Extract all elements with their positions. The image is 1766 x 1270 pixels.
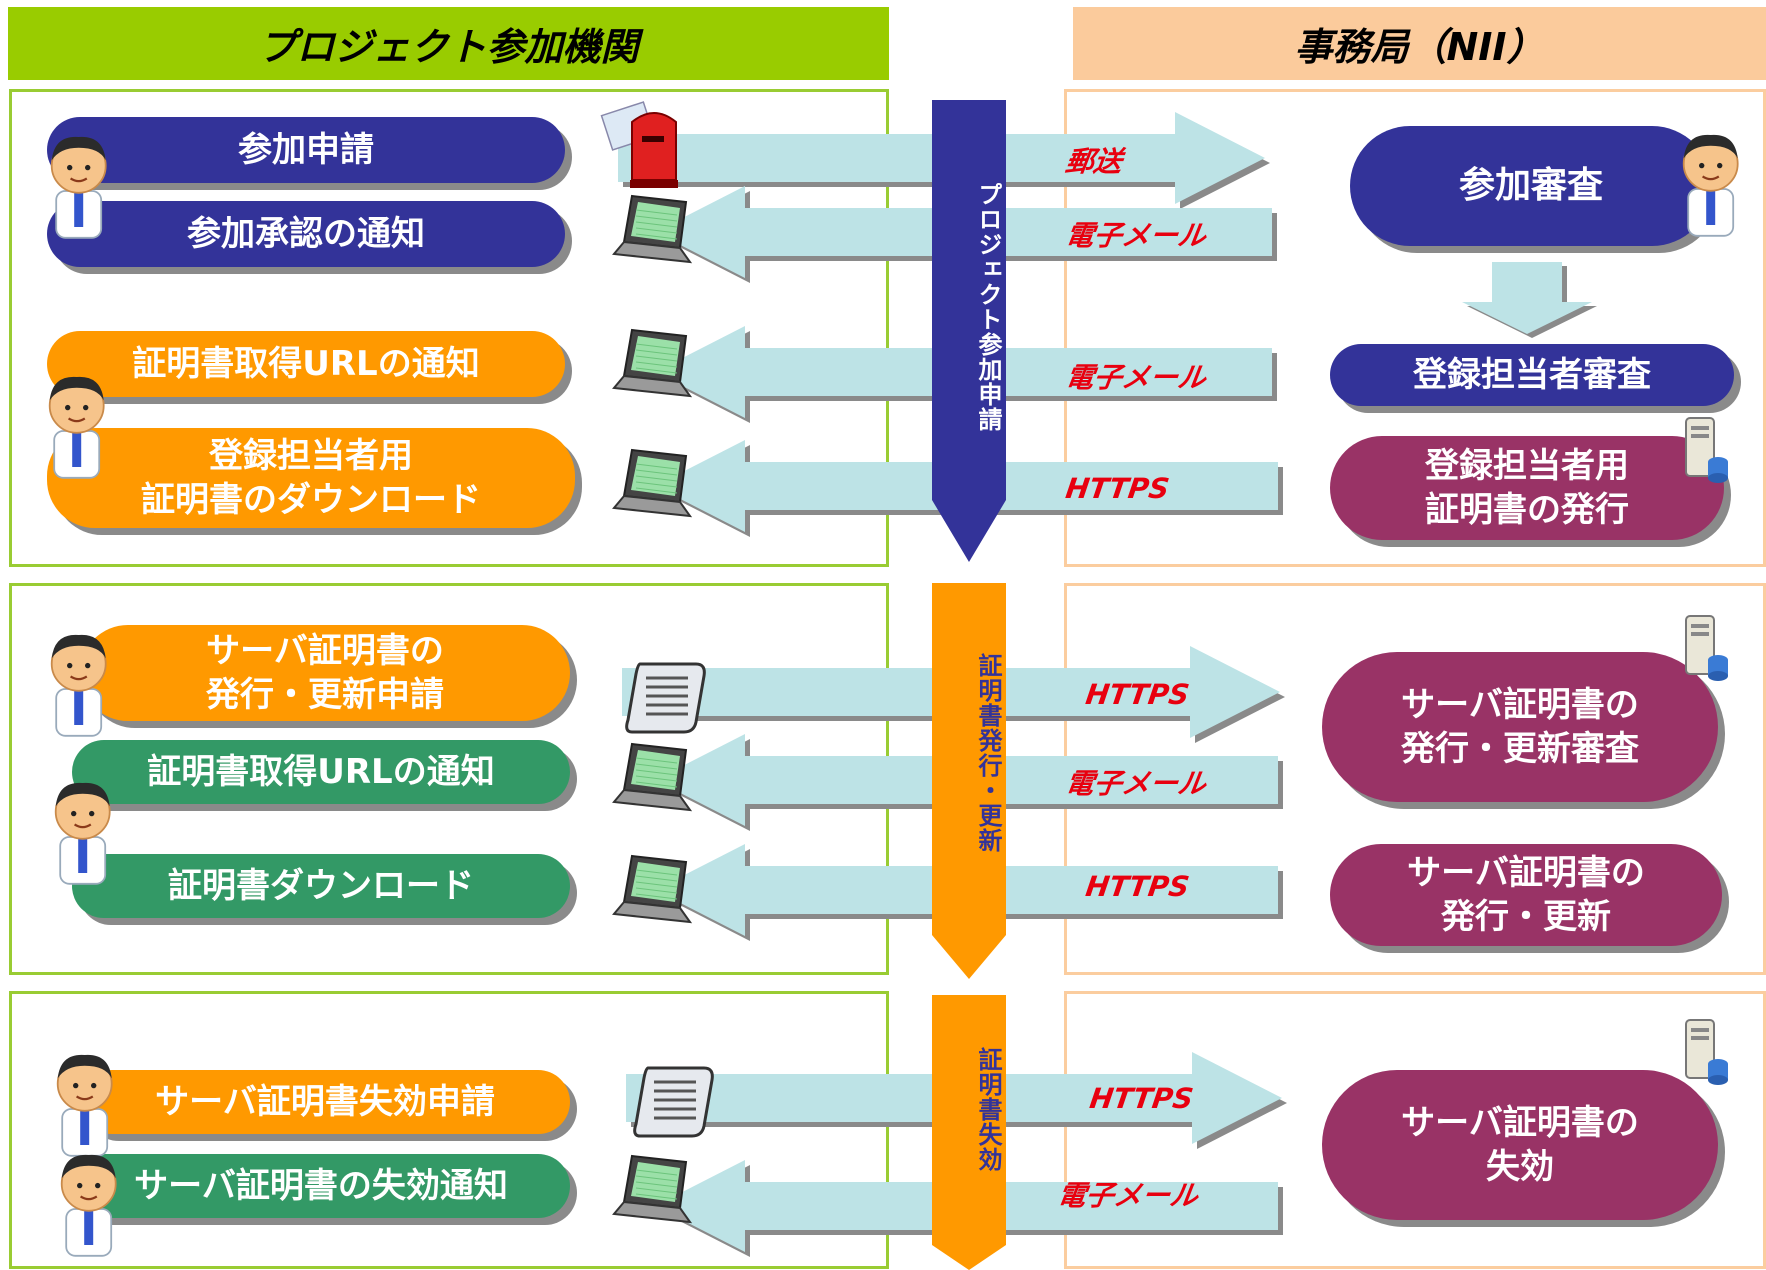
scroll-icon-1 — [625, 662, 706, 734]
server-icon-2 — [1685, 615, 1728, 681]
person-reviewer-icon — [1682, 134, 1739, 237]
arrow-down — [1462, 262, 1592, 334]
mailbox-icon — [600, 101, 678, 188]
person-notified-icon — [60, 1154, 117, 1257]
left-panel-phase1 — [9, 89, 889, 567]
phase-title-1: プロジェクト参加申請 — [974, 182, 1002, 432]
step-approval-notice: 参加承認の通知 — [47, 201, 565, 267]
phase-bar-2-arrow — [932, 583, 1006, 979]
person-operator-icon — [54, 782, 111, 885]
laptop-icon-6 — [612, 1154, 693, 1224]
step-server-cert-request: サーバ証明書の 発行・更新申請 — [80, 625, 570, 721]
person-requester-icon — [50, 634, 107, 737]
step-server-cert-review: サーバ証明書の 発行・更新審査 — [1322, 652, 1718, 802]
right-panel-phase3 — [1064, 991, 1766, 1269]
server-icon-3 — [1685, 1019, 1728, 1085]
step-cert-url-notice-2: 証明書取得URLの通知 — [72, 740, 570, 804]
phase-bar-1: プロジェクト参加申請 — [932, 100, 1006, 562]
person-ra-icon — [48, 376, 105, 479]
step-cert-url-notice-1: 証明書取得URLの通知 — [47, 331, 565, 397]
step-cert-download: 証明書ダウンロード — [72, 854, 570, 918]
laptop-icon-2 — [612, 328, 693, 398]
laptop-icon-4 — [612, 742, 693, 812]
person-revoker-icon — [56, 1054, 113, 1157]
step-server-cert-issue: サーバ証明書の 発行・更新 — [1330, 844, 1722, 946]
server-icon-1 — [1685, 417, 1728, 483]
laptop-icon-3 — [612, 448, 693, 518]
step-ra-cert-download: 登録担当者用 証明書のダウンロード — [47, 428, 575, 528]
laptop-icon-5 — [612, 854, 693, 924]
laptop-icon-1 — [612, 194, 693, 264]
phase-bar-3: 証明書失効 — [932, 995, 1006, 1270]
header-left-title: プロジェクト参加機関 — [258, 25, 639, 69]
step-revocation-notice: サーバ証明書の失効通知 — [72, 1154, 570, 1218]
header-right-title: 事務局（NII） — [1294, 25, 1545, 69]
right-panel-phase1 — [1064, 89, 1766, 567]
header-left: プロジェクト参加機関 — [8, 7, 889, 80]
phase-bar-3-arrow — [932, 995, 1006, 1270]
header-right: 事務局（NII） — [1073, 7, 1766, 80]
phase-title-3: 証明書失効 — [974, 1047, 1002, 1172]
step-revocation-request: サーバ証明書失効申請 — [80, 1070, 570, 1134]
step-ra-review: 登録担当者審査 — [1330, 344, 1734, 406]
phase-title-2: 証明書発行・更新 — [974, 653, 1002, 853]
scroll-icon-2 — [633, 1066, 714, 1138]
person-applicant-icon — [50, 136, 107, 239]
left-panel-phase3 — [9, 991, 889, 1269]
phase-bar-1-arrow — [932, 100, 1006, 562]
step-participation-review: 参加審査 — [1350, 126, 1712, 246]
step-participation-application: 参加申請 — [47, 117, 565, 183]
step-ra-cert-issue: 登録担当者用 証明書の発行 — [1330, 436, 1724, 540]
phase-bar-2: 証明書発行・更新 — [932, 583, 1006, 979]
step-server-cert-revocation: サーバ証明書の 失効 — [1322, 1070, 1718, 1220]
